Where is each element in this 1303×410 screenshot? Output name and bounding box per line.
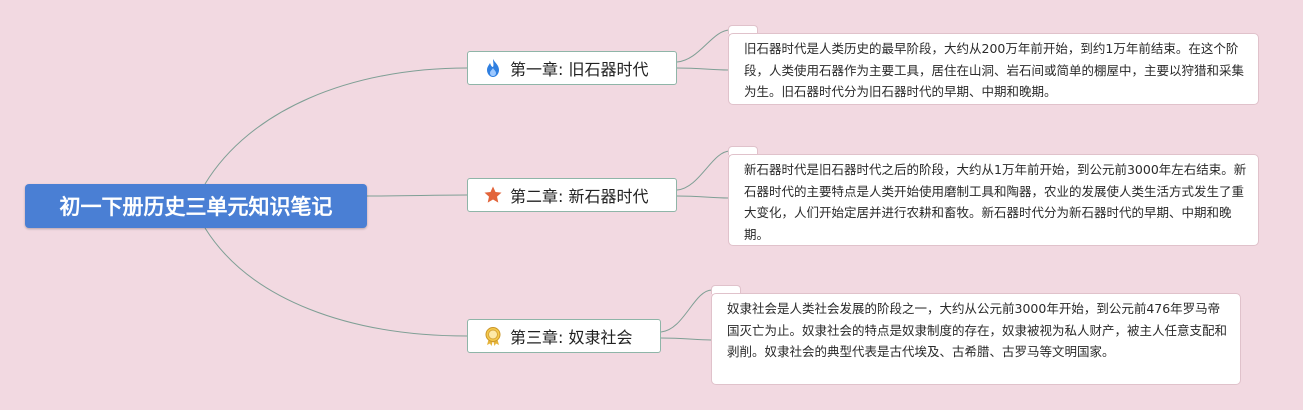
- note-3-tab: [711, 285, 741, 294]
- chapter-1-topic[interactable]: 第一章: 旧石器时代: [467, 51, 677, 85]
- chapter-1-note-text: 旧石器时代是人类历史的最早阶段，大约从200万年前开始，到约1万年前结束。在这个…: [744, 41, 1245, 99]
- chapter-2-note[interactable]: 新石器时代是旧石器时代之后的阶段，大约从1万年前开始，到公元前3000年左右结束…: [728, 154, 1259, 246]
- connector-root-chapter-2: [366, 194, 468, 197]
- chapter-3-label: 第三章: 奴隶社会: [510, 328, 633, 347]
- chapter-2-note-text: 新石器时代是旧石器时代之后的阶段，大约从1万年前开始，到公元前3000年左右结束…: [744, 162, 1247, 242]
- medal-icon: [483, 326, 503, 346]
- chapter-3-topic[interactable]: 第三章: 奴隶社会: [467, 319, 661, 353]
- root-topic[interactable]: 初一下册历史三单元知识笔记: [25, 184, 367, 228]
- chapter-2-topic[interactable]: 第二章: 新石器时代: [467, 178, 677, 212]
- chapter-2-label: 第二章: 新石器时代: [510, 187, 649, 206]
- connector-root-chapter-1: [204, 67, 468, 185]
- note-1-tab: [728, 25, 758, 34]
- chapter-1-label: 第一章: 旧石器时代: [510, 60, 649, 79]
- star-icon: [483, 185, 503, 205]
- note-2-tab: [728, 146, 758, 155]
- fire-icon: [483, 58, 503, 78]
- chapter-3-note[interactable]: 奴隶社会是人类社会发展的阶段之一，大约从公元前3000年开始，到公元前476年罗…: [711, 293, 1241, 385]
- chapter-1-note[interactable]: 旧石器时代是人类历史的最早阶段，大约从200万年前开始，到约1万年前结束。在这个…: [728, 33, 1259, 105]
- connector-root-chapter-3: [204, 227, 468, 337]
- root-topic-title: 初一下册历史三单元知识笔记: [59, 195, 333, 219]
- connector-chapter-1-note: [676, 29, 731, 71]
- connector-chapter-2-note: [676, 150, 731, 199]
- connector-chapter-3-note: [660, 289, 713, 341]
- chapter-3-note-text: 奴隶社会是人类社会发展的阶段之一，大约从公元前3000年开始，到公元前476年罗…: [727, 301, 1228, 359]
